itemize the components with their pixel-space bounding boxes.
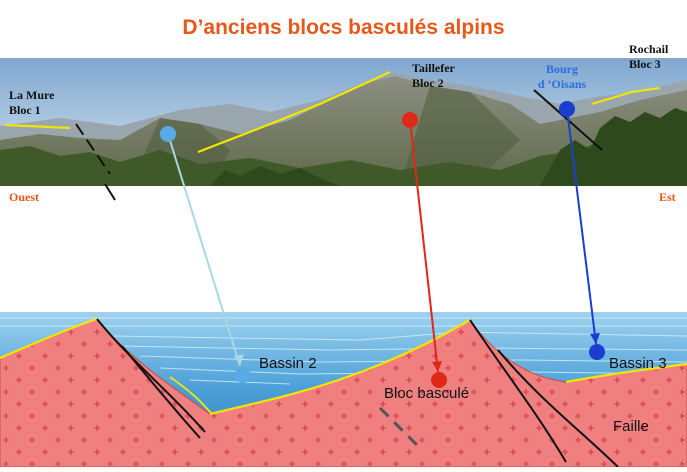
fault-b [121, 345, 201, 439]
dot-bassin2 [235, 367, 251, 383]
photo-fault-1 [75, 123, 111, 175]
panorama-photo [0, 58, 687, 186]
fault-lines [96, 318, 619, 468]
label-bloc1: La Mure Bloc 1 [9, 88, 54, 118]
label-bassin-2: Bassin 2 [259, 355, 317, 372]
label-bloc-bascule: Bloc basculé [384, 385, 470, 402]
foreground-trees [0, 118, 687, 186]
label-bourg-line1: Bourg [545, 62, 578, 76]
label-bloc1-name: La Mure [9, 88, 55, 102]
unconformity-surface [0, 317, 687, 416]
label-bloc3-name: Rochail [629, 42, 669, 56]
diagram-title: D’anciens blocs basculés alpins [182, 16, 505, 39]
label-bloc2-number: Bloc 2 [412, 76, 444, 90]
link-bloc3 [559, 101, 605, 360]
link-bloc1 [160, 126, 251, 383]
label-bourg-line2: d ’Oisans [537, 77, 587, 91]
ridge-shadow [130, 86, 520, 186]
label-bloc3-number: Bloc 3 [629, 57, 661, 71]
dot-bloc2-photo [402, 112, 418, 128]
photo-surface-bloc1 [4, 123, 71, 130]
label-east: Est [659, 190, 676, 204]
basin-2-slope [169, 376, 213, 415]
dashed-fault [378, 406, 420, 448]
fault-1-tail [104, 183, 116, 201]
fault-a [96, 318, 206, 433]
label-bloc2: Taillefer Bloc 2 [412, 61, 455, 91]
label-faille: Faille [613, 418, 649, 435]
dot-bloc3-photo [559, 101, 575, 117]
photo-surface-bloc2 [197, 70, 391, 154]
photo-surface-bloc3 [591, 86, 661, 106]
label-bourg-oisans: Bourg d ’Oisans [530, 62, 594, 92]
label-bloc3: Rochail Bloc 3 [629, 42, 668, 72]
fault-c [469, 319, 567, 463]
dot-bassin3 [589, 344, 605, 360]
dot-bloc-bascule [431, 372, 447, 388]
tree-clumps [210, 108, 687, 186]
link-bloc2 [402, 112, 447, 388]
label-bloc2-name: Taillefer [412, 61, 455, 75]
label-west: Ouest [9, 190, 39, 204]
dot-bloc1-photo [160, 126, 176, 142]
label-bloc1-number: Bloc 1 [9, 103, 41, 117]
label-bassin-3: Bassin 3 [609, 355, 667, 372]
fault-d [497, 349, 619, 468]
